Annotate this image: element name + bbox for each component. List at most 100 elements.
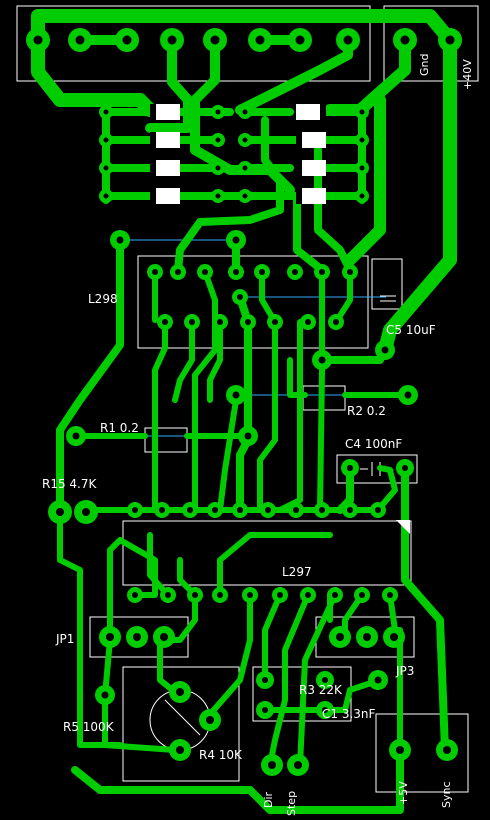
solder-pad xyxy=(329,626,351,648)
solder-pad xyxy=(99,133,113,147)
label-dir: Dir xyxy=(262,791,275,808)
trace-r5-b xyxy=(102,692,178,753)
diode xyxy=(296,188,326,204)
solder-pad xyxy=(99,626,121,648)
solder-pad xyxy=(342,264,358,280)
trace-l298-p9 xyxy=(277,319,303,513)
solder-pad xyxy=(169,681,191,703)
solder-pad xyxy=(355,189,369,203)
solder-pad xyxy=(316,671,334,689)
solder-pad xyxy=(312,350,332,370)
solder-pad xyxy=(260,502,276,518)
label-c5: C5 10uF xyxy=(386,323,436,337)
solder-pad xyxy=(212,587,228,603)
solder-pad xyxy=(160,28,184,52)
trace-diode-mid xyxy=(171,108,249,200)
solder-pad xyxy=(95,685,115,705)
solder-pad xyxy=(211,133,225,147)
solder-pad xyxy=(127,502,143,518)
solder-pad xyxy=(99,161,113,175)
solder-pad xyxy=(207,502,223,518)
solder-pad xyxy=(382,587,398,603)
solder-pad xyxy=(375,340,395,360)
solder-pad xyxy=(182,502,198,518)
trace-r2-a xyxy=(287,357,308,398)
solder-pad xyxy=(327,587,343,603)
solder-pad xyxy=(99,189,113,203)
solder-pad xyxy=(66,426,86,446)
r1-outline xyxy=(144,427,188,453)
solder-pad xyxy=(316,701,334,719)
solder-pad xyxy=(211,161,225,175)
solder-pad xyxy=(261,754,283,776)
trace-r3-c1 xyxy=(262,677,383,713)
solder-pad xyxy=(393,28,417,52)
solder-pad xyxy=(226,230,246,250)
trace-c4-b xyxy=(375,465,398,513)
diode xyxy=(296,132,326,148)
label-step: Step xyxy=(285,791,298,816)
solder-pad xyxy=(288,28,312,52)
trace-r2-c xyxy=(217,392,239,513)
label-l298: L298 xyxy=(88,292,118,306)
trace-l298-p8 xyxy=(257,269,278,513)
solder-pad xyxy=(238,105,252,119)
solder-pad xyxy=(341,459,359,477)
trace-diode-to-l298b xyxy=(293,196,326,274)
solder-pad xyxy=(232,502,248,518)
diode xyxy=(150,104,180,120)
diode xyxy=(296,104,326,120)
diode xyxy=(150,160,180,176)
trace-l298-p4 xyxy=(172,319,195,403)
solder-pad xyxy=(354,587,370,603)
solder-pad xyxy=(169,739,191,761)
solder-pad xyxy=(26,28,50,52)
trace-c4-sync xyxy=(401,464,449,754)
solder-pad xyxy=(267,314,283,330)
solder-pad xyxy=(226,385,246,405)
solder-pad xyxy=(287,754,309,776)
trace-l298-p3 xyxy=(192,269,218,513)
solder-pad xyxy=(336,28,360,52)
solder-pad xyxy=(287,264,303,280)
solder-pad xyxy=(300,314,316,330)
solder-pad xyxy=(99,105,113,119)
label-gnd: Gnd xyxy=(418,54,431,76)
solder-pad xyxy=(288,502,304,518)
solder-pad xyxy=(398,385,418,405)
solder-pad xyxy=(383,626,405,648)
trace-l297-b8 xyxy=(267,592,311,768)
solder-pad xyxy=(170,264,186,280)
trace-l297-b2 xyxy=(147,532,171,598)
solder-pad xyxy=(238,426,258,446)
diodes xyxy=(150,104,326,204)
solder-pad xyxy=(154,502,170,518)
pin1-marker xyxy=(396,520,410,534)
silkscreen-labels: Gnd +40V L298 C5 10uF R2 0.2 R1 0.2 C4 1… xyxy=(42,54,474,816)
label-r2: R2 0.2 xyxy=(347,404,386,418)
trace-diode-to-l298 xyxy=(174,116,284,274)
trace-out1 xyxy=(31,33,157,117)
label-r4: R4 10K xyxy=(199,748,243,762)
solder-pad xyxy=(197,264,213,280)
trace-l298-p5 xyxy=(207,319,223,403)
label-sync: Sync xyxy=(440,781,453,808)
label-40v: +40V xyxy=(461,59,474,90)
solder-pad xyxy=(232,289,248,305)
l297-outline xyxy=(122,520,412,586)
solder-pad xyxy=(356,626,378,648)
trace-l298-p2 xyxy=(152,319,168,513)
trace-out3 xyxy=(145,35,193,133)
solder-pad xyxy=(300,587,316,603)
solder-pad xyxy=(157,314,173,330)
trace-l297-b4 xyxy=(217,532,333,598)
r4-outline xyxy=(122,666,240,782)
solder-pad xyxy=(212,314,228,330)
solder-pad xyxy=(187,587,203,603)
trace-l297-b1 xyxy=(107,537,158,643)
output-header-outline xyxy=(16,5,371,82)
label-r5: R5 100K xyxy=(63,720,115,734)
label-r15: R15 4.7K xyxy=(42,477,98,491)
trace-gnd xyxy=(324,34,411,116)
